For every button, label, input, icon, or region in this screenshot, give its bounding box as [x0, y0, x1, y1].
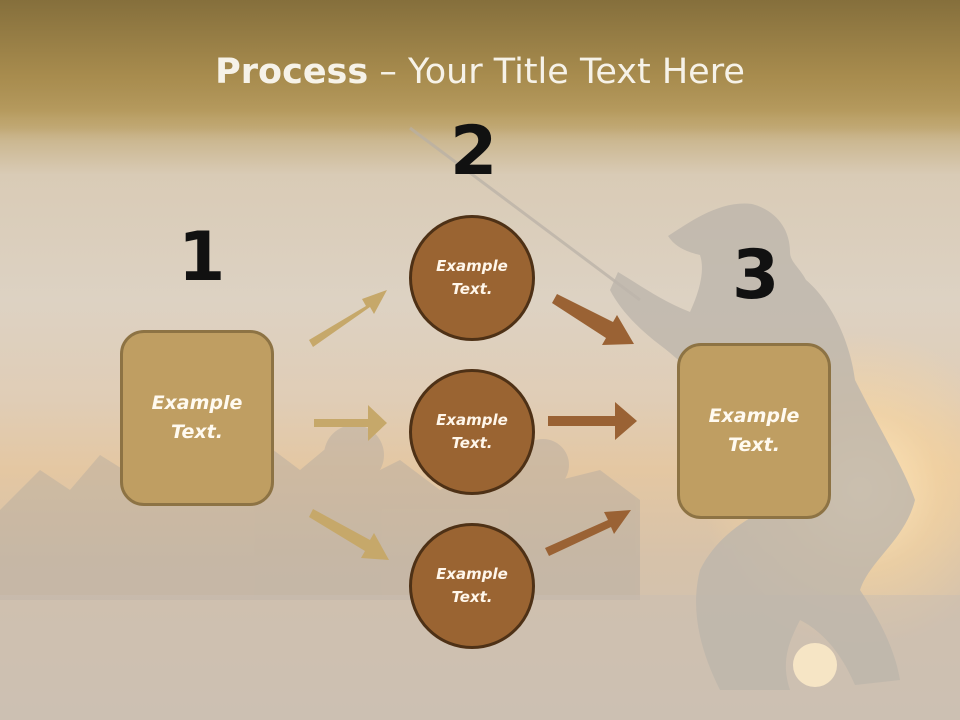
- arrow-middle-to-3: [548, 402, 637, 440]
- step-number-2: 2: [450, 112, 498, 191]
- step-2-circle-middle: Example Text.: [409, 369, 535, 495]
- title-band: [0, 0, 960, 140]
- step-1-box: Example Text.: [120, 330, 274, 506]
- step-2-label-middle: Example Text.: [436, 411, 508, 452]
- page-title: Process – Your Title Text Here: [0, 52, 960, 92]
- title-rest: – Your Title Text Here: [368, 52, 745, 92]
- step-2-label-bottom: Example Text.: [436, 565, 508, 606]
- step-3-label: Example Text.: [708, 405, 800, 456]
- step-2-label-top: Example Text.: [436, 257, 508, 298]
- step-2-circle-top: Example Text.: [409, 215, 535, 341]
- arrow-1-to-top: [309, 290, 387, 347]
- step-number-3: 3: [732, 236, 780, 315]
- step-3-box: Example Text.: [677, 343, 831, 519]
- arrow-top-to-3: [552, 294, 634, 345]
- arrows-dark: [545, 294, 637, 556]
- arrow-1-to-middle: [314, 405, 387, 441]
- step-1-label: Example Text.: [151, 392, 243, 443]
- step-2-circle-bottom: Example Text.: [409, 523, 535, 649]
- sun: [793, 643, 837, 687]
- arrows-light: [309, 290, 389, 560]
- fishing-rod: [409, 126, 641, 302]
- title-bold: Process: [215, 52, 369, 92]
- arrow-bottom-to-3: [545, 510, 631, 556]
- arrow-1-to-bottom: [309, 509, 389, 560]
- step-number-1: 1: [178, 218, 226, 297]
